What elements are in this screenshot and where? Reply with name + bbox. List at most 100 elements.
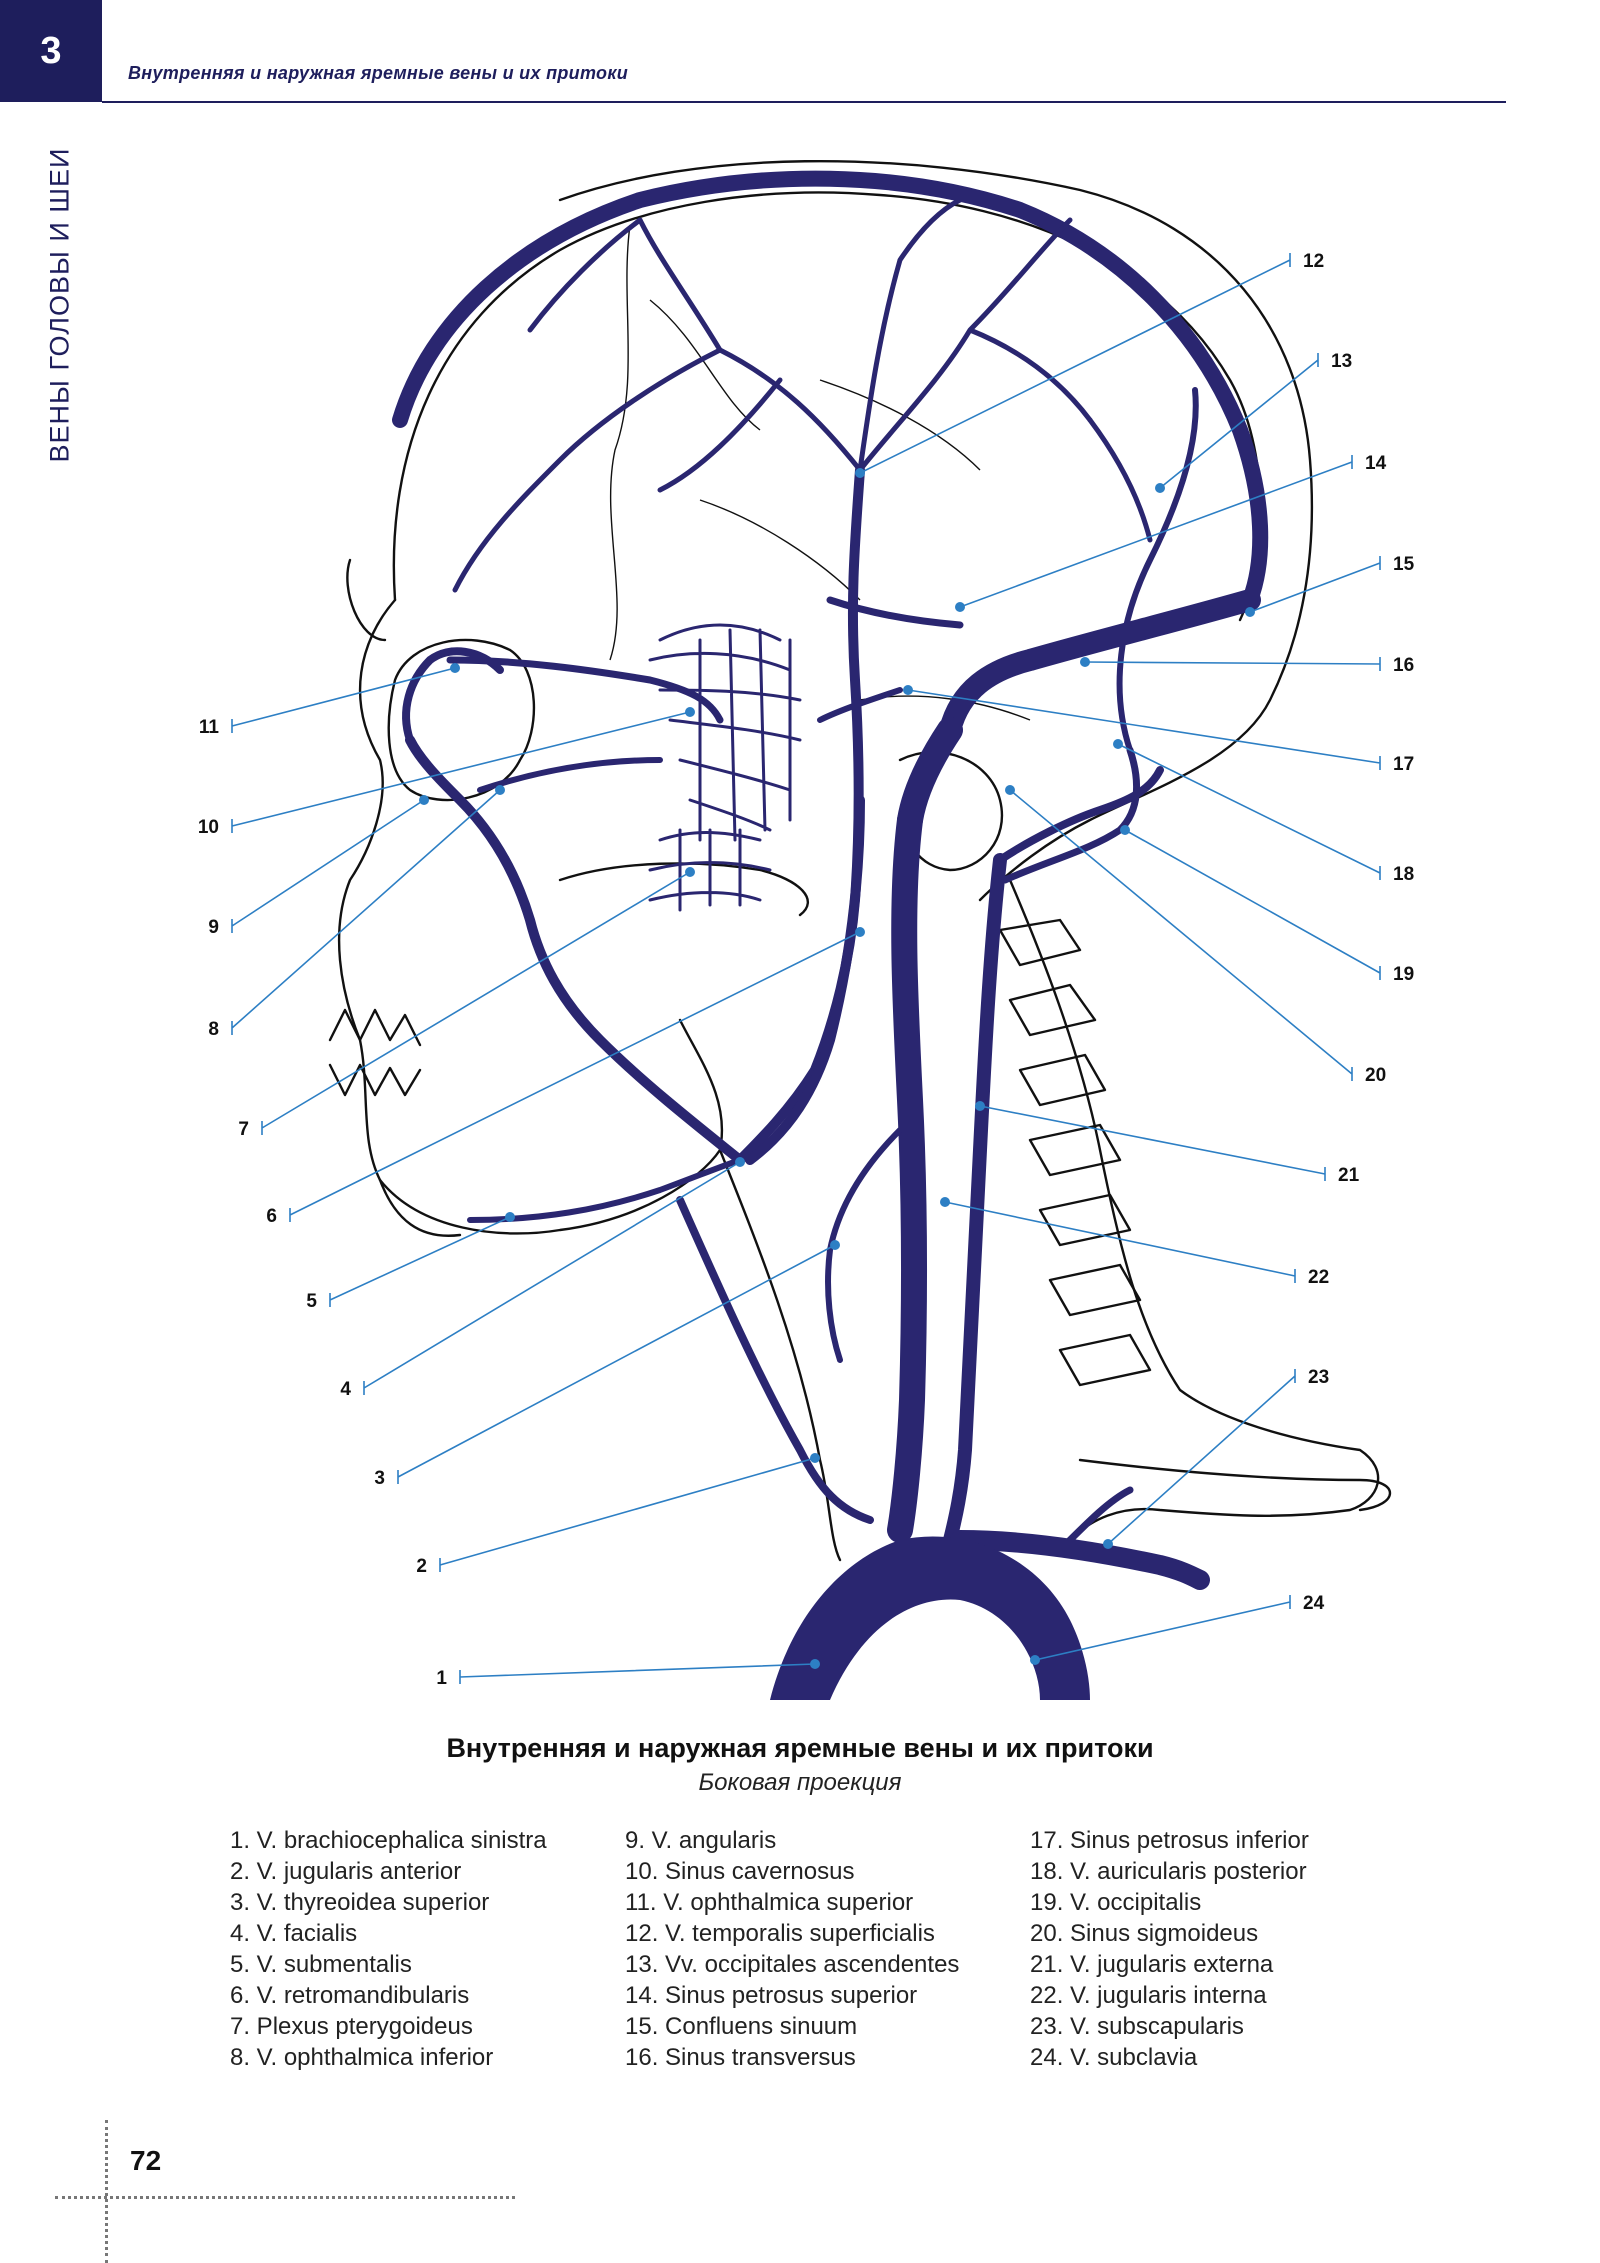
callout-label-3: 3: [374, 1468, 385, 1489]
legend-item: 14. Sinus petrosus superior: [625, 1982, 918, 2009]
callout-label-15: 15: [1393, 554, 1415, 575]
callout-6: 6: [266, 927, 865, 1227]
v-thyreoidea-superior: [825, 1127, 903, 1363]
legend-item: 7. Plexus pterygoideus: [230, 2013, 473, 2040]
callout-14: 14: [955, 453, 1387, 612]
callout-label-13: 13: [1331, 351, 1352, 372]
callout-label-22: 22: [1308, 1267, 1329, 1288]
footer-dotted-rule: [55, 2196, 515, 2199]
legend-item: 19. V. occipitalis: [1030, 1889, 1202, 1916]
sinus-sigmoideus: [897, 717, 963, 833]
legend-item: 13. Vv. occipitales ascendentes: [625, 1951, 960, 1978]
callout-22: 22: [940, 1197, 1329, 1288]
v-auricularis-posterior: [1001, 746, 1141, 884]
v-brachiocephalica: [770, 1536, 1090, 1700]
legend-column-2: 9. V. angularis 10. Sinus cavernosus 11.…: [625, 1825, 959, 2073]
legend-item: 23. V. subscapularis: [1030, 2013, 1244, 2040]
callout-7: 7: [238, 867, 695, 1140]
clavicle: [1078, 1458, 1391, 1512]
chapter-number: 3: [40, 29, 62, 72]
neck-back: [1008, 878, 1380, 1542]
sinus-petrosus-superior: [826, 596, 964, 629]
skull-outline: [392, 191, 1262, 622]
v-jugularis-interna: [887, 807, 928, 1543]
callout-label-4: 4: [340, 1379, 351, 1400]
legend-item: 1. V. brachiocephalica sinistra: [230, 1827, 547, 1854]
superior-sagittal-sinus: [392, 170, 1269, 608]
callout-5: 5: [306, 1212, 515, 1312]
callout-label-8: 8: [208, 1019, 219, 1040]
callout-20: 20: [1005, 785, 1386, 1086]
callout-label-19: 19: [1393, 964, 1414, 985]
header-divider: [102, 101, 1506, 103]
page-number: 72: [130, 2145, 162, 2176]
legend-item: 3. V. thyreoidea superior: [230, 1889, 490, 1916]
legend-item: 2. V. jugularis anterior: [230, 1858, 462, 1885]
legend-item: 10. Sinus cavernosus: [625, 1858, 855, 1885]
callout-3: 3: [374, 1240, 840, 1489]
callout-13: 13: [1155, 351, 1352, 493]
legend-item: 11. V. ophthalmica superior: [625, 1889, 914, 1916]
v-jugularis-externa: [943, 853, 1007, 1547]
legend-item: 20. Sinus sigmoideus: [1030, 1920, 1259, 1947]
callout-8: 8: [208, 785, 505, 1040]
callout-15: 15: [1245, 554, 1415, 617]
sinus-petrosus-inferior: [817, 687, 903, 723]
v-ophthalmica-inferior: [477, 757, 663, 793]
v-ophthalmica-superior: [446, 656, 724, 724]
v-subscapularis: [1056, 1486, 1134, 1554]
vein-network: [392, 170, 1269, 1590]
footer-dotted-vertical-rule: [105, 2120, 108, 2263]
figure-subtitle: Боковая проекция: [698, 1769, 902, 1796]
v-temporalis-superficialis: [735, 465, 865, 1165]
legend-item: 9. V. angularis: [625, 1827, 777, 1854]
legend-item: 8. V. ophthalmica inferior: [230, 2044, 494, 2071]
callout-labels: 1 2 3 4 5 6 7 8 9 10 11 12 13 14 15 16 1…: [198, 251, 1415, 1689]
legend-item: 6. V. retromandibularis: [230, 1982, 470, 2009]
callout-label-6: 6: [266, 1206, 277, 1227]
legend-item: 17. Sinus petrosus inferior: [1030, 1827, 1309, 1854]
v-submentalis: [467, 1157, 743, 1223]
callout-label-16: 16: [1393, 655, 1414, 676]
vv-occipitales-ascendentes: [1116, 387, 1199, 753]
legend-item: 12. V. temporalis superficialis: [625, 1920, 935, 1947]
callout-2: 2: [416, 1453, 820, 1577]
v-jugularis-anterior: [676, 1196, 874, 1524]
callout-label-20: 20: [1365, 1065, 1386, 1086]
callout-1: 1: [436, 1659, 820, 1689]
callout-label-12: 12: [1303, 251, 1324, 272]
callout-label-11: 11: [199, 717, 220, 738]
callout-18: 18: [1113, 739, 1414, 885]
legend-item: 16. Sinus transversus: [625, 2044, 856, 2071]
callout-label-24: 24: [1303, 1593, 1325, 1614]
chapter-number-tab: 3: [0, 0, 102, 102]
teeth: [328, 1008, 422, 1097]
legend-item: 24. V. subclavia: [1030, 2044, 1198, 2071]
callout-label-23: 23: [1308, 1367, 1329, 1388]
anatomical-illustration: 1 2 3 4 5 6 7 8 9 10 11 12 13 14 15 16 1…: [198, 159, 1415, 1700]
callout-19: 19: [1120, 825, 1414, 985]
v-occipitalis: [996, 766, 1164, 864]
legend-item: 5. V. submentalis: [230, 1951, 412, 1978]
sinus-transversus: [939, 589, 1261, 741]
callout-23: 23: [1103, 1367, 1329, 1549]
callout-label-9: 9: [208, 917, 219, 938]
figure-title: Внутренняя и наружная яремные вены и их …: [446, 1733, 1154, 1763]
callout-9: 9: [208, 795, 429, 938]
legend-item: 21. V. jugularis externa: [1030, 1951, 1274, 1978]
callout-label-18: 18: [1393, 864, 1414, 885]
callout-label-1: 1: [436, 1668, 447, 1689]
callout-label-7: 7: [238, 1119, 249, 1140]
v-facialis: [405, 735, 745, 1165]
callout-label-17: 17: [1393, 754, 1414, 775]
callout-16: 16: [1080, 655, 1414, 676]
orbit: [387, 638, 536, 802]
coronal-suture: [609, 224, 631, 661]
callout-4: 4: [340, 1157, 745, 1400]
callout-10: 10: [198, 707, 695, 838]
callout-17: 17: [903, 685, 1414, 775]
callout-label-5: 5: [306, 1291, 317, 1312]
callout-label-2: 2: [416, 1556, 427, 1577]
legend-item: 22. V. jugularis interna: [1030, 1982, 1267, 2009]
callout-label-21: 21: [1338, 1165, 1360, 1186]
